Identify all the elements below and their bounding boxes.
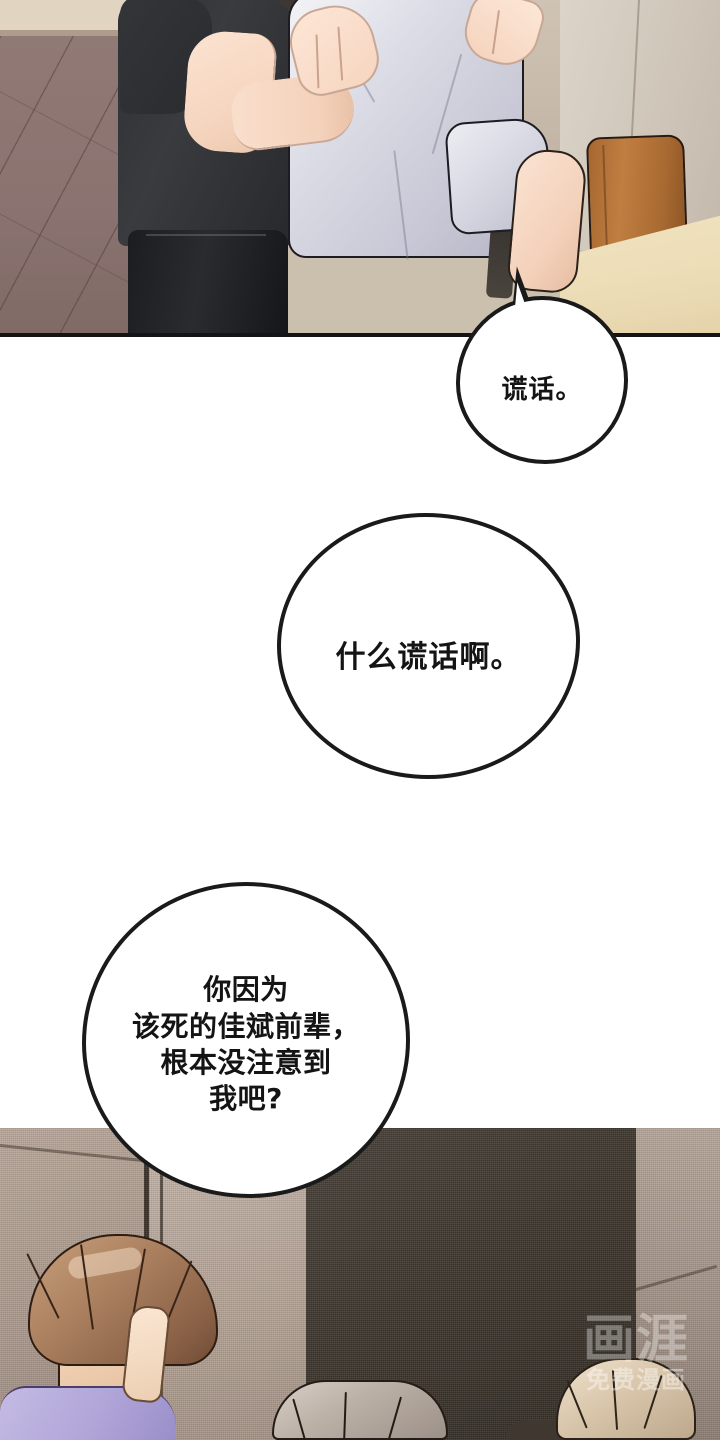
speech-bubble-3-line: 根本没注意到 xyxy=(160,1046,332,1079)
speech-bubble-3-line: 你因为 xyxy=(203,973,289,1007)
speech-bubble-3-line: 该死的佳斌前辈， xyxy=(131,1009,360,1043)
speech-bubble-1-tail-fill xyxy=(509,281,535,333)
speech-bubble-1: 谎话。 xyxy=(456,296,628,464)
speech-bubble-3-line: 我吧? xyxy=(209,1082,283,1116)
speech-bubble-3: 你因为 该死的佳斌前辈， 根本没注意到 我吧? xyxy=(82,882,410,1198)
speech-bubble-1-text: 谎话。 xyxy=(501,374,583,405)
speech-bubble-2-text: 什么谎话啊。 xyxy=(335,640,522,675)
speech-bubble-3-text: 你因为 该死的佳斌前辈， 根本没注意到 我吧? xyxy=(132,972,360,1118)
panel-top xyxy=(0,0,720,337)
speech-bubble-2: 什么谎话啊。 xyxy=(277,513,580,779)
character-light-hair-head xyxy=(556,1358,696,1440)
figure-dark-pants xyxy=(128,230,288,333)
character-grey-hair-head xyxy=(272,1380,448,1440)
